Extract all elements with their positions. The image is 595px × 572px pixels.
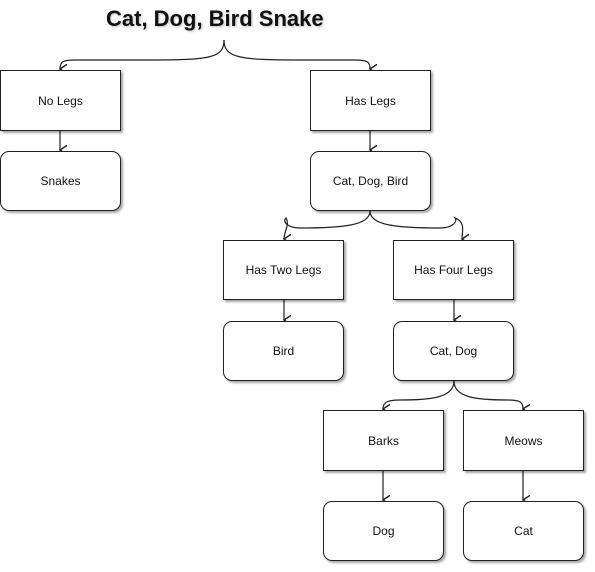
edge-cdb-four-legs xyxy=(369,210,463,239)
node-dog[interactable]: Dog xyxy=(323,501,444,561)
node-label: Cat xyxy=(514,524,533,538)
node-label: Bird xyxy=(272,344,295,358)
node-label: No Legs xyxy=(38,93,83,108)
node-cat-dog[interactable]: Cat, Dog xyxy=(393,321,514,381)
node-bird[interactable]: Bird xyxy=(223,321,344,381)
node-cat[interactable]: Cat xyxy=(463,501,584,561)
node-label: Meows xyxy=(504,433,543,448)
node-label: Has Two Legs xyxy=(245,263,322,277)
node-label: Cat, Dog xyxy=(429,344,478,358)
edge-title-no-legs xyxy=(60,39,225,69)
edge-cat-dog-barks xyxy=(383,380,455,409)
node-label: Dog xyxy=(372,524,395,538)
diagram-title: Cat, Dog, Bird Snake xyxy=(106,6,324,31)
node-label: Barks xyxy=(368,433,399,448)
node-snakes[interactable]: Snakes xyxy=(0,151,121,211)
node-has-two-legs[interactable]: Has Two Legs xyxy=(223,240,344,300)
node-label: Has Legs xyxy=(345,93,396,108)
edge-cat-dog-meows xyxy=(453,380,523,409)
node-barks[interactable]: Barks xyxy=(323,410,444,471)
node-label: Snakes xyxy=(40,174,81,188)
node-meows[interactable]: Meows xyxy=(463,410,584,471)
node-cat-dog-bird[interactable]: Cat, Dog, Bird xyxy=(310,151,431,211)
node-has-four-legs[interactable]: Has Four Legs xyxy=(393,240,514,300)
edge-title-has-legs xyxy=(223,39,370,69)
node-no-legs[interactable]: No Legs xyxy=(0,70,121,131)
node-label: Cat, Dog, Bird xyxy=(332,174,409,188)
edge-cdb-two-legs xyxy=(284,210,371,239)
node-label: Has Four Legs xyxy=(414,263,493,277)
node-has-legs[interactable]: Has Legs xyxy=(310,70,431,131)
